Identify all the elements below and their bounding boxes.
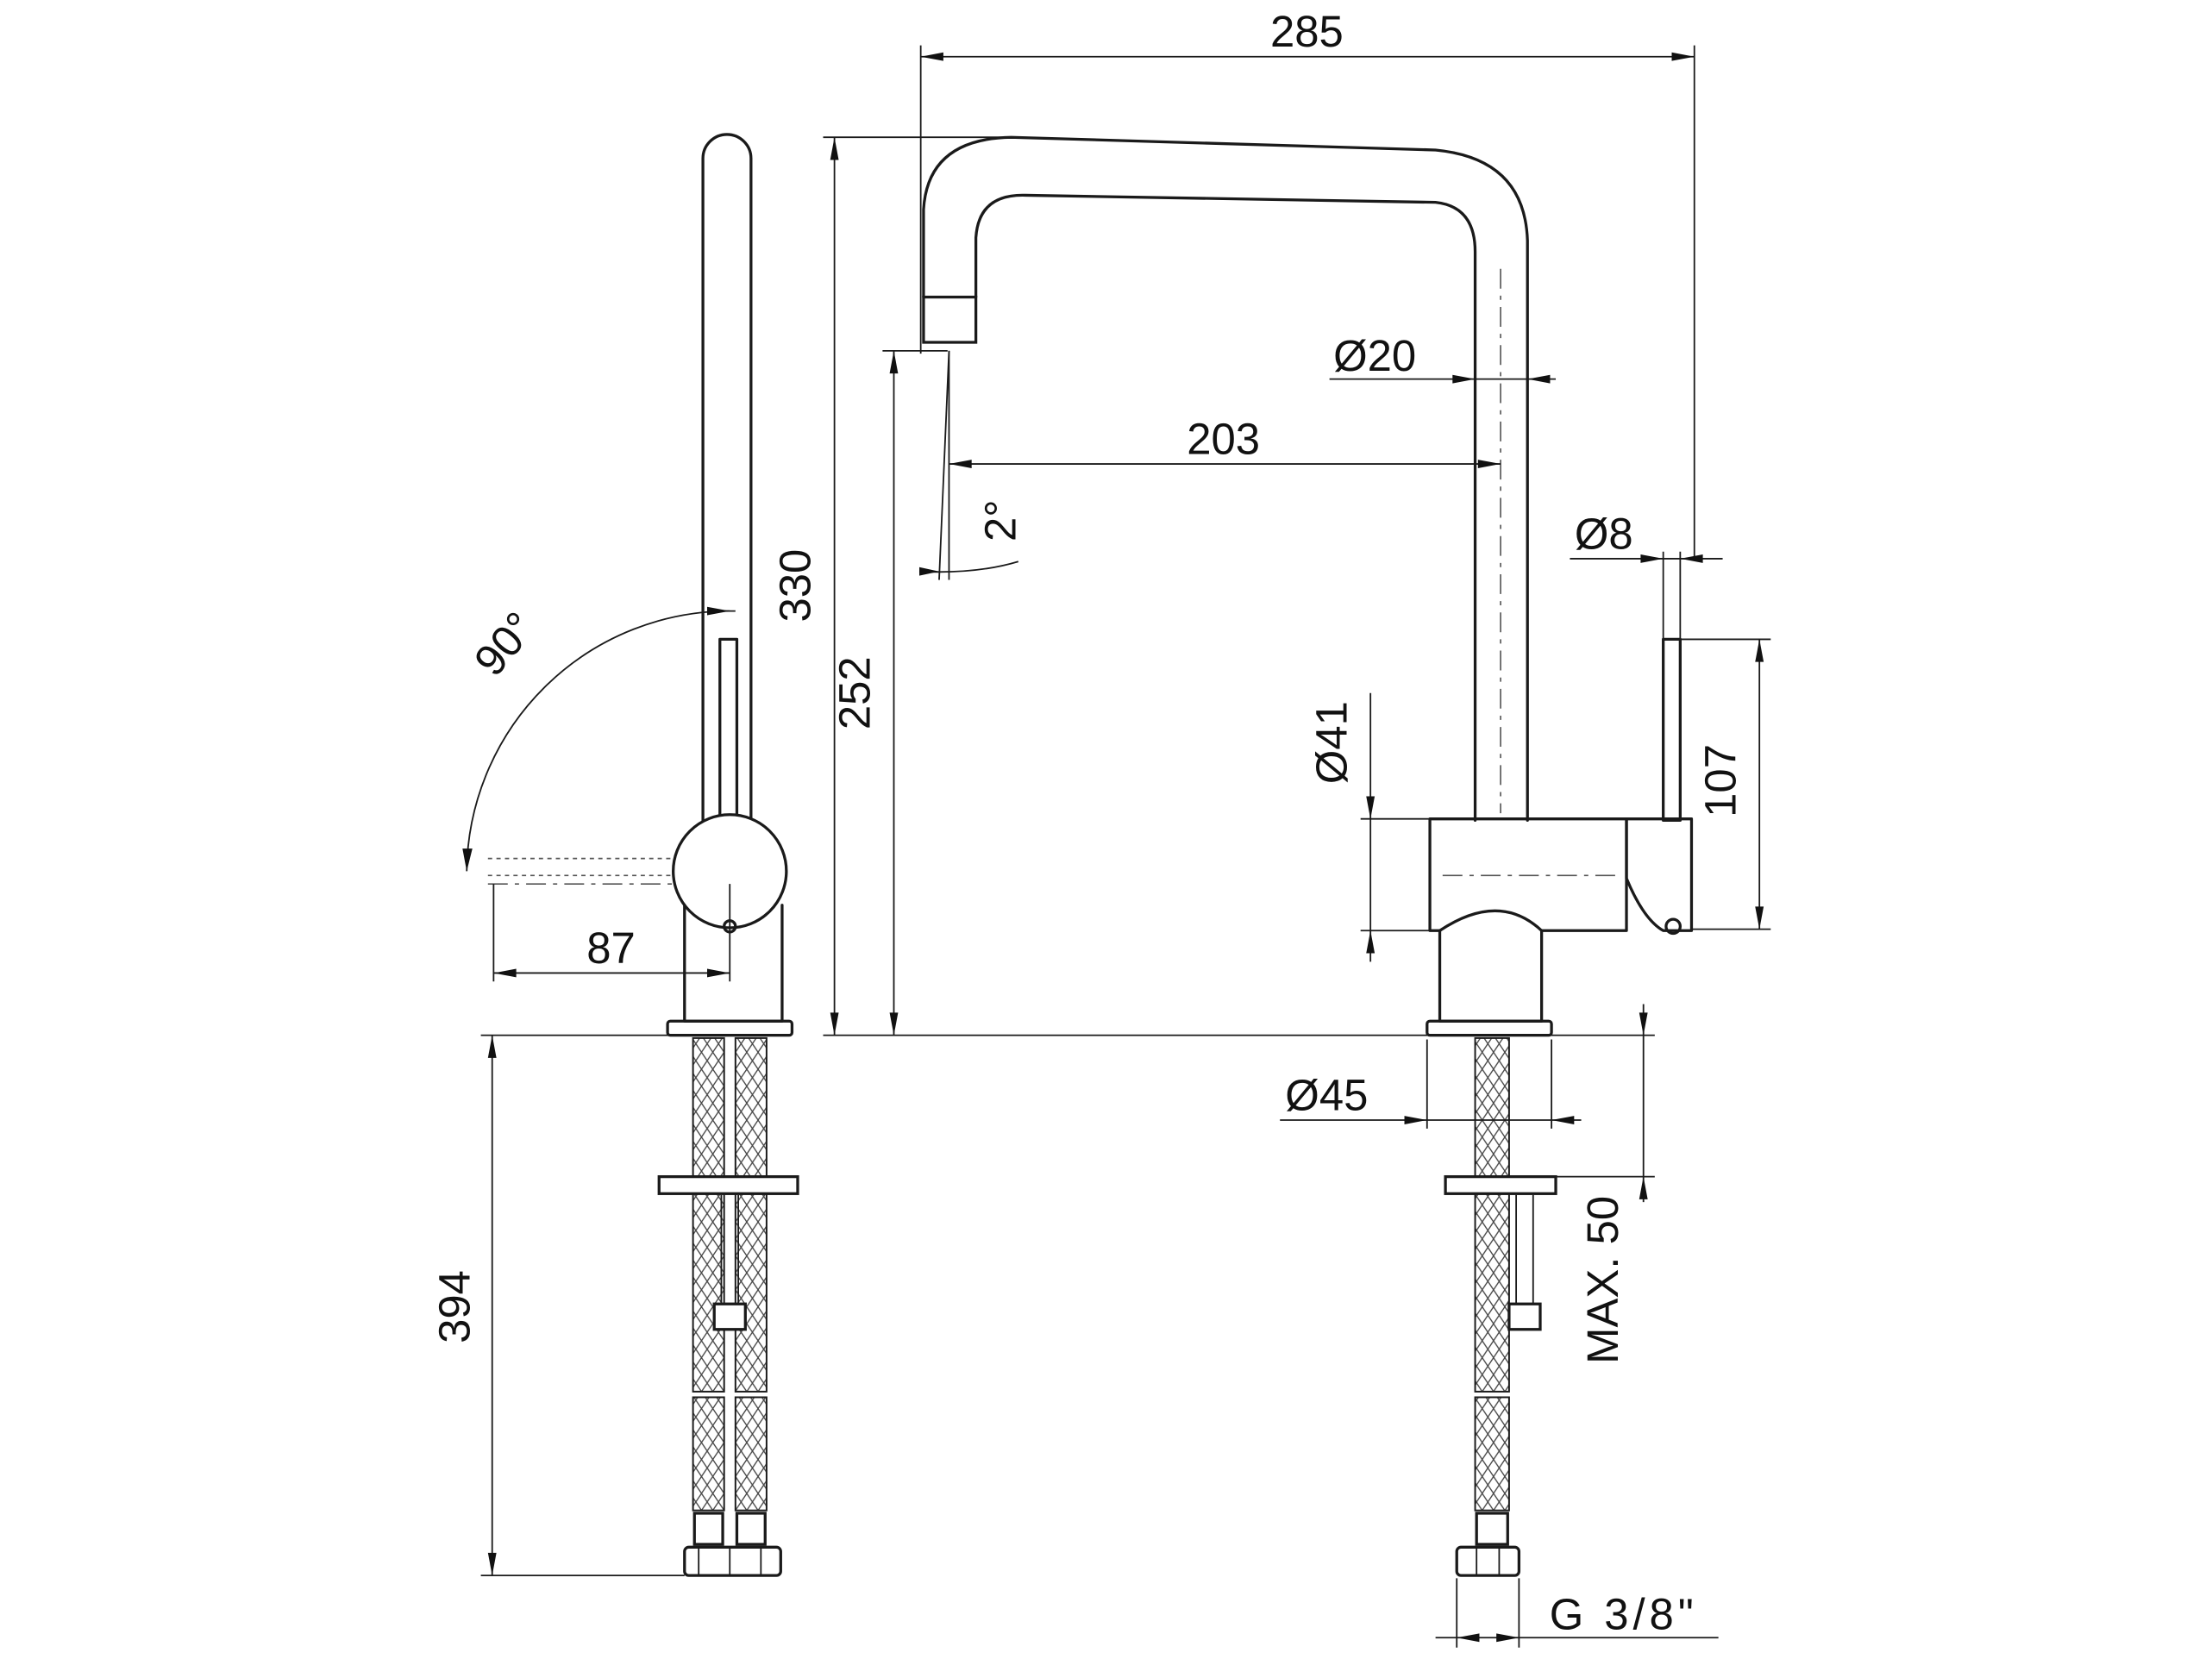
dim-handle-height: 107 [1695,744,1745,817]
dim-lever-reach: 87 [586,923,636,973]
dim-spout-angle: 2° [976,499,1025,542]
dim-spout-diameter: Ø20 [1333,331,1416,380]
dim-total-height: 330 [771,549,820,623]
dim-base-diameter: Ø45 [1285,1071,1368,1120]
dimension-lines: 285 Ø20 203 2° Ø8 330 252 Ø41 107 90° 87… [429,7,1771,1648]
dim-body-diameter: Ø41 [1307,701,1356,784]
front-view [922,135,1694,1577]
dim-spout-reach: 203 [1187,415,1260,464]
dim-max-deck-thickness: MAX. 50 [1578,1196,1627,1364]
dim-spout-height: 252 [830,656,880,729]
dim-connection-thread: G 3/8" [1550,1589,1698,1638]
dim-lever-rotation: 90° [465,603,545,686]
dim-hose-length: 394 [429,1270,479,1343]
dim-handle-diameter: Ø8 [1575,509,1633,558]
dim-overall-width: 285 [1270,7,1344,56]
side-view [487,133,799,1577]
